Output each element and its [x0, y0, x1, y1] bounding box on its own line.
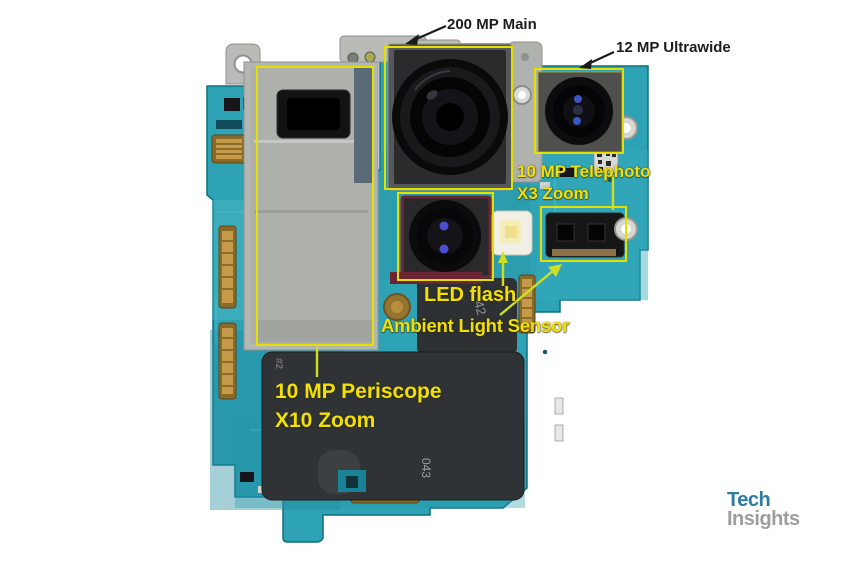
annotation-boxes: [256, 46, 627, 346]
logo-word-insights: Insights: [727, 508, 800, 530]
label-telephoto: 10 MP Telephoto X3 Zoom: [517, 161, 651, 205]
label-led-flash: LED flash: [424, 284, 517, 306]
shield-marking-mid: 42: [471, 299, 489, 317]
main-camera-outline-box: [384, 46, 513, 190]
label-telephoto-line1: 10 MP Telephoto: [517, 162, 651, 181]
center-camera-outline-box: [397, 192, 494, 281]
periscope-module: [243, 61, 379, 351]
label-ambient-light-sensor: Ambient Light Sensor: [381, 315, 570, 336]
techinsights-logo: Tech Insights: [727, 489, 800, 530]
label-periscope-line2: X10 Zoom: [275, 409, 376, 432]
black-callout-arrows: [405, 24, 615, 69]
shield-marking-left: #2: [273, 358, 284, 370]
main-camera-module: [387, 43, 513, 191]
yellow-leader-lines: [315, 174, 615, 377]
label-periscope-line1: 10 MP Periscope: [275, 380, 442, 403]
telephoto-module: [545, 212, 638, 258]
ultrawide-camera-module: [537, 71, 623, 153]
label-telephoto-line2: X3 Zoom: [517, 184, 589, 203]
periscope-outline-box: [256, 66, 374, 346]
ambient-light-sensor-component: [383, 293, 411, 321]
telephoto-outline-box: [540, 206, 627, 262]
shield-marking-bottom: 043: [419, 458, 433, 478]
ultrawide-outline-box: [534, 68, 624, 154]
logo-word-tech: Tech: [727, 489, 771, 511]
emi-shields: #2 42 043: [261, 278, 525, 501]
led-flash-component: [491, 210, 533, 256]
center-camera-module: [390, 195, 492, 284]
label-main-camera: 200 MP Main: [447, 16, 537, 33]
label-ultrawide: 12 MP Ultrawide: [616, 39, 731, 56]
label-periscope: 10 MP Periscope X10 Zoom: [275, 377, 442, 435]
